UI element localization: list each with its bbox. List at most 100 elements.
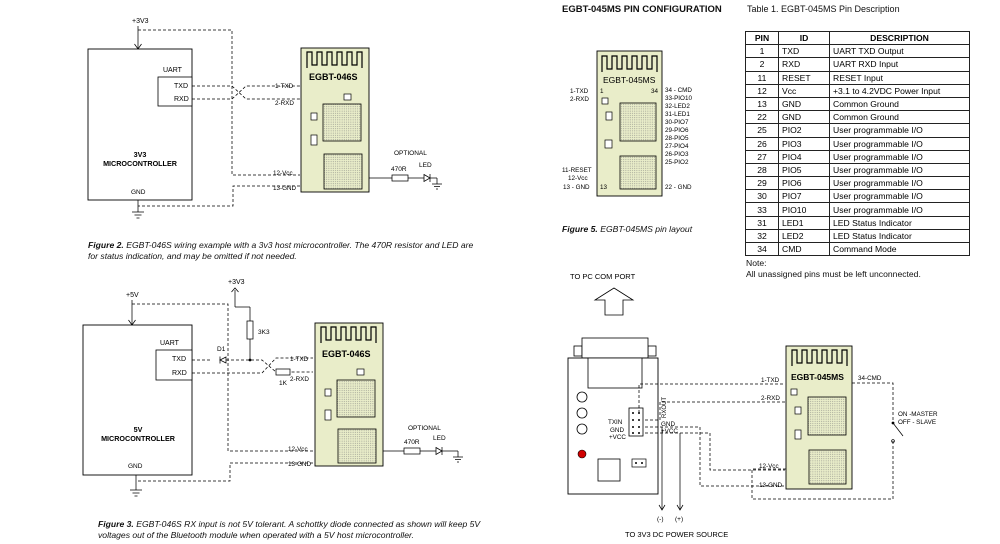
pin-label-led1: 31-LED1 — [665, 111, 690, 118]
rxout-label: RXOUT — [662, 397, 668, 418]
table-cell: 22 — [745, 110, 779, 125]
to-pc-label: TO PC COM PORT — [570, 272, 636, 281]
pin-2-rxd: 2-RXD — [290, 376, 309, 383]
pin-label-gnd: 13 - GND — [563, 184, 590, 191]
table-cell: RESET Input — [829, 70, 970, 85]
table-cell: 34 — [745, 241, 779, 257]
minus-label: (-) — [657, 516, 664, 523]
db9-connector — [581, 337, 649, 359]
led-symbol — [423, 173, 431, 183]
pin-1-txd: 1-TXD — [275, 83, 294, 90]
table-cell: 29 — [745, 176, 779, 191]
table-cell: 12 — [745, 83, 779, 98]
table-cell: Common Ground — [829, 110, 970, 125]
table-cell: LED Status Indicator — [829, 215, 970, 230]
table-cell: LED Status Indicator — [829, 228, 970, 244]
supply-5v-label: +5V — [126, 292, 139, 299]
table-note: Note: All unassigned pins must be left u… — [746, 258, 921, 279]
led-label: LED — [433, 435, 446, 442]
pc-connection-schematic: TO PC COM PORT TXIN GND +VCC RXOUT GND +… — [567, 272, 938, 539]
table-cell: GND — [778, 110, 830, 125]
mode-switch — [892, 422, 904, 437]
power-led-icon — [577, 449, 587, 459]
pin-label-cmd: 34 - CMD — [665, 87, 692, 94]
switch-off-label: OFF - SLAVE — [898, 419, 936, 426]
figure-5-caption: Figure 5. EGBT-045MS pin layout — [562, 224, 693, 234]
table-cell: 27 — [745, 149, 779, 164]
table-cell: PIO7 — [778, 189, 830, 204]
pin-12-vcc: 12-Vcc — [288, 446, 308, 453]
table-cell: User programmable I/O — [829, 176, 970, 191]
optional-label: OPTIONAL — [394, 150, 427, 157]
table-cell: 33 — [745, 202, 779, 217]
figure-3-caption: Figure 3. EGBT-046S RX input is not 5V t… — [98, 519, 481, 540]
table-cell: User programmable I/O — [829, 149, 970, 164]
table-cell: 2 — [745, 57, 779, 72]
pin-label-txd: 1-TXD — [570, 88, 589, 95]
module-name: EGBT-046S — [309, 72, 358, 82]
table-cell: PIO10 — [778, 202, 830, 217]
note-text: All unassigned pins must be left unconne… — [746, 268, 921, 279]
uart-label: UART — [163, 67, 183, 74]
pin-configuration-heading: EGBT-045MS PIN CONFIGURATION — [562, 4, 722, 15]
gnd2-label: GND — [661, 421, 675, 428]
table-cell: Command Mode — [829, 241, 970, 257]
txd-label: TXD — [174, 83, 188, 90]
table-cell: TXD — [778, 44, 830, 59]
figure-3-schematic: +5V UART TXD RXD 5V MICROCONTROLLER GND … — [82, 279, 463, 497]
table-cell: 1 — [745, 44, 779, 59]
table-cell: User programmable I/O — [829, 123, 970, 138]
antenna-trace — [601, 55, 658, 72]
table-cell: 13 — [745, 96, 779, 112]
col-description: DESCRIPTION — [829, 30, 970, 46]
figure-2-schematic: +3V3 UART TXD RXD 3V3 MICROCONTROLLER GN… — [87, 18, 442, 219]
pullup-value: 3K3 — [258, 329, 270, 336]
table-cell: User programmable I/O — [829, 136, 970, 151]
pin-label-gnd-22: 22 - GND — [665, 184, 692, 191]
rxd-label: RXD — [172, 370, 187, 377]
table-cell: 26 — [745, 136, 779, 151]
mcu-title-2: MICROCONTROLLER — [103, 159, 178, 168]
switch-on-label: ON -MASTER — [898, 411, 938, 418]
col-id: ID — [778, 30, 830, 46]
rxd-label: RXD — [174, 96, 189, 103]
diode-label: D1 — [217, 346, 226, 353]
table-cell: User programmable I/O — [829, 202, 970, 217]
txin-label: TXIN — [608, 419, 623, 426]
pin-header — [628, 407, 644, 437]
pin-13-gnd: 13-GND — [288, 461, 312, 468]
pin-label-reset: 11-RESET — [562, 167, 592, 174]
table-cell: GND — [778, 96, 830, 112]
vcc2-label: +VCC — [661, 428, 678, 435]
gnd-label: GND — [128, 463, 143, 470]
vcc-label: +VCC — [609, 434, 626, 441]
pin-label-pio6: 29-PIO6 — [665, 127, 689, 134]
pullup-resistor-3k3 — [246, 320, 254, 340]
table-cell: Common Ground — [829, 96, 970, 112]
table-cell: LED2 — [778, 228, 830, 244]
table-cell: User programmable I/O — [829, 189, 970, 204]
table-cell: 25 — [745, 123, 779, 138]
table-header-row: PIN ID DESCRIPTION — [745, 30, 970, 46]
module-name: EGBT-045MS — [603, 75, 656, 85]
table-cell: PIO6 — [778, 176, 830, 191]
table-cell: 30 — [745, 189, 779, 204]
pin-13-gnd: 13-GND — [759, 482, 783, 489]
led-label: LED — [419, 162, 432, 169]
pin-label-pio4: 27-PIO4 — [665, 143, 689, 150]
pin-12-vcc: 12-Vcc — [759, 463, 779, 470]
